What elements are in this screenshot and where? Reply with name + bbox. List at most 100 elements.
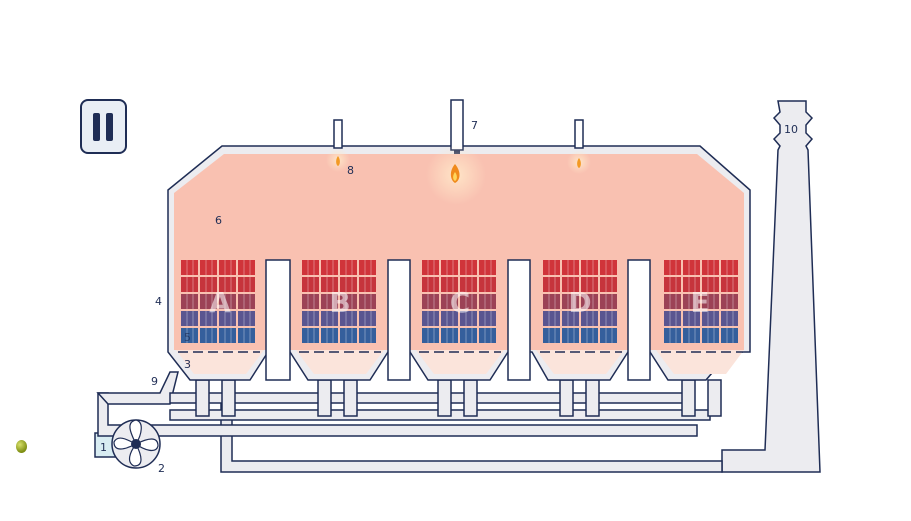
media-block [321,277,338,292]
media-block [479,311,496,326]
media-block [562,260,579,275]
callout-9: 9 [151,375,158,388]
pause-button[interactable] [80,99,127,154]
media-block [543,311,560,326]
media-block [181,260,198,275]
media-block [460,328,477,343]
media-block [340,294,357,309]
media-block [479,294,496,309]
media-block [562,311,579,326]
media-block [683,328,700,343]
media-block [219,277,236,292]
media-block [422,294,439,309]
media-block [600,277,617,292]
media-block [238,294,255,309]
callout-4: 4 [155,295,162,308]
ceramic-media-beds [178,260,743,353]
media-block [460,260,477,275]
chamber-label-d: D [568,286,591,319]
media-block [543,328,560,343]
media-block [181,294,198,309]
media-block [581,277,598,292]
media-block [359,294,376,309]
media-block [683,277,700,292]
media-block [321,260,338,275]
media-block [340,328,357,343]
media-block [302,277,319,292]
chamber-label-b: B [329,286,350,319]
manifold-upper [169,392,691,404]
media-block [721,260,738,275]
media-block [479,277,496,292]
status-indicator [16,440,27,453]
media-block [200,328,217,343]
media-block [200,277,217,292]
callout-8: 8 [347,164,354,177]
purge-return [96,371,179,405]
pause-icon [93,113,100,141]
media-block [702,311,719,326]
media-block [721,294,738,309]
media-block [422,260,439,275]
media-block [302,311,319,326]
media-block [238,328,255,343]
media-block [581,311,598,326]
media-block [664,294,681,309]
media-block [441,311,458,326]
media-block [422,328,439,343]
chamber-label-e: E [690,286,709,319]
pause-icon-bar [106,113,113,141]
callout-7: 7 [471,119,478,132]
media-block [600,328,617,343]
media-block [479,328,496,343]
media-block [460,294,477,309]
media-block [219,294,236,309]
media-block [600,311,617,326]
media-block [181,277,198,292]
media-block [422,277,439,292]
fan [111,419,161,469]
media-block [460,311,477,326]
media-block [581,328,598,343]
media-block [479,260,496,275]
burner-left [326,119,350,172]
media-block [664,277,681,292]
hopper-liners [176,350,744,374]
media-block [238,311,255,326]
media-block [543,260,560,275]
media-block [581,294,598,309]
media-block [683,294,700,309]
media-block [200,294,217,309]
media-block [321,311,338,326]
media-block [600,294,617,309]
media-block [359,277,376,292]
media-block [664,311,681,326]
media-block [302,294,319,309]
media-block [340,260,357,275]
chamber-label-a: A [209,286,231,319]
media-block [683,260,700,275]
valve-group [195,379,722,417]
callout-3: 3 [184,358,191,371]
media-block [340,277,357,292]
media-block [441,328,458,343]
media-block [359,260,376,275]
media-block [219,328,236,343]
media-block [562,328,579,343]
media-block [321,294,338,309]
callout-6: 6 [215,214,222,227]
callout-1: 1 [100,441,107,454]
media-block [359,328,376,343]
media-block [441,260,458,275]
media-block [702,260,719,275]
media-block [321,328,338,343]
media-block [581,260,598,275]
callout-5: 5 [184,331,191,344]
media-block [543,277,560,292]
media-block [543,294,560,309]
media-block [721,277,738,292]
chamber-label-c: C [450,286,471,319]
media-block [721,311,738,326]
burner-right [567,119,591,174]
